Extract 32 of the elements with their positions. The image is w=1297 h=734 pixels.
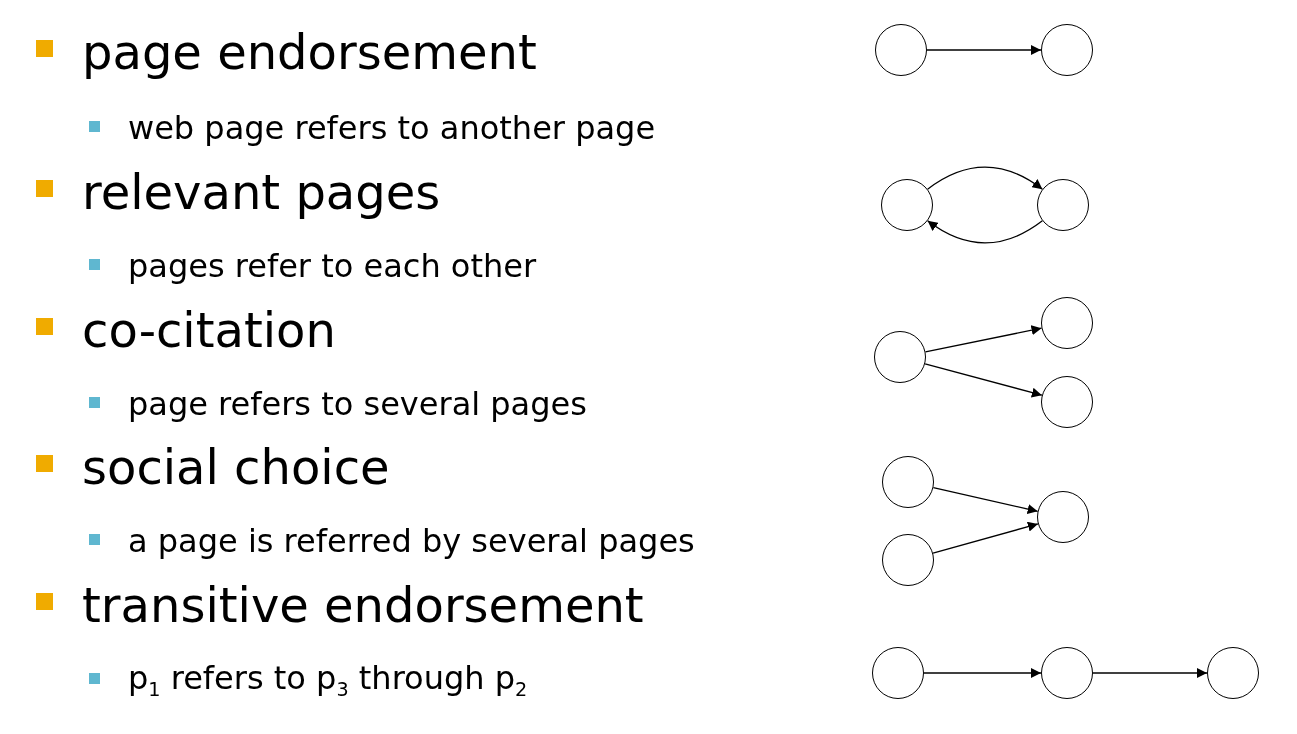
arrow xyxy=(926,220,1044,244)
topic-description: p$_{1}$ refers to p$_{3}$ through p$_{2}$ xyxy=(128,659,528,701)
topic-description: a page is referred by several pages xyxy=(128,522,695,560)
topic-heading: transitive endorsement xyxy=(82,577,644,633)
page-circle xyxy=(882,456,934,508)
page-circle xyxy=(875,24,927,76)
page-circle xyxy=(872,647,924,699)
page-circle xyxy=(1037,491,1089,543)
page-circle xyxy=(1041,24,1093,76)
topic-heading: page endorsement xyxy=(82,24,537,80)
page-circle xyxy=(881,179,933,231)
page-circle xyxy=(1041,297,1093,349)
topic-description: page refers to several pages xyxy=(128,385,587,423)
arrow xyxy=(932,487,1039,514)
topic-description: web page refers to another page xyxy=(128,109,656,147)
arrow xyxy=(924,363,1043,398)
topic-description: pages refer to each other xyxy=(128,247,537,285)
page-circle xyxy=(1037,179,1089,231)
page-circle xyxy=(1041,647,1093,699)
page-circle xyxy=(874,331,926,383)
arrow xyxy=(1092,668,1208,678)
page-circle xyxy=(1041,376,1093,428)
topic-heading: co-citation xyxy=(82,302,336,358)
page-circle xyxy=(1207,647,1259,699)
topic-heading: social choice xyxy=(82,439,390,495)
arrow xyxy=(932,521,1039,554)
arrow xyxy=(924,325,1043,353)
page-circle xyxy=(882,534,934,586)
arrow xyxy=(923,668,1042,678)
topic-heading: relevant pages xyxy=(82,164,441,220)
arrow xyxy=(926,45,1042,55)
arrow xyxy=(926,166,1044,190)
